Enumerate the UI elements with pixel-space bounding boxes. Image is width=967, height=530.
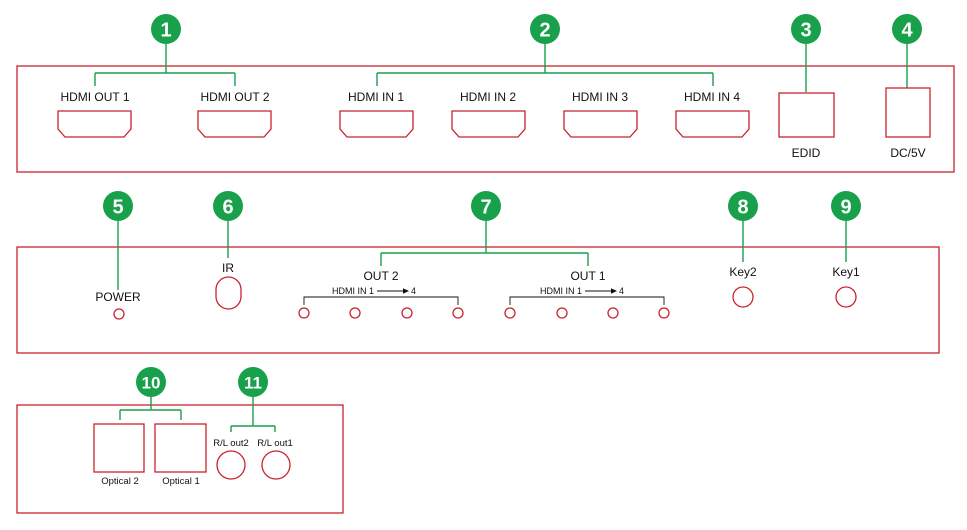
out1-led-3 [607, 307, 619, 319]
connector-hdmi-out [94, 44, 236, 86]
connector-hdmi-in [376, 44, 714, 86]
bottom-panel [16, 404, 344, 514]
key2-label: Key2 [729, 265, 757, 279]
key1-button [835, 286, 857, 308]
svg-text:10: 10 [142, 374, 161, 393]
badge-3: 3 [791, 14, 821, 44]
svg-text:2: 2 [539, 20, 550, 42]
audio-out2-jack [216, 450, 246, 480]
out1-title: OUT 1 [570, 269, 605, 283]
top-panel [16, 65, 955, 173]
out2-led-4 [452, 307, 464, 319]
hdmi-in-4-port [675, 110, 750, 138]
hdmi-in-3-label: HDMI IN 3 [572, 90, 628, 104]
badge-9: 9 [831, 191, 861, 221]
out1-led-4 [658, 307, 670, 319]
dc-port [885, 87, 931, 138]
out2-title: OUT 2 [363, 269, 398, 283]
connector-optical [119, 397, 182, 420]
ir-label: IR [222, 261, 234, 275]
svg-text:11: 11 [244, 374, 262, 393]
edid-switch [778, 92, 835, 138]
out1-led-1 [504, 307, 516, 319]
svg-text:6: 6 [222, 197, 233, 219]
hdmi-out-1-port [57, 110, 132, 138]
hdmi-in-1-port [339, 110, 414, 138]
edid-label: EDID [792, 146, 821, 160]
badge-10: 10 [136, 367, 166, 397]
ir-receiver [215, 276, 242, 310]
svg-text:4: 4 [901, 20, 913, 42]
badge-8: 8 [728, 191, 758, 221]
badge-2: 2 [530, 14, 560, 44]
svg-text:3: 3 [800, 20, 811, 42]
power-label: POWER [95, 290, 141, 304]
hdmi-out-2-label: HDMI OUT 2 [200, 90, 269, 104]
optical-1-port [154, 423, 207, 473]
out2-led-2 [349, 307, 361, 319]
badge-1: 1 [151, 14, 181, 44]
connector-audio [230, 397, 276, 432]
audio-out2-label: R/L out2 [213, 438, 249, 449]
hdmi-in-4-label: HDMI IN 4 [684, 90, 740, 104]
svg-text:7: 7 [480, 197, 491, 219]
connector-leds [380, 221, 589, 266]
svg-text:9: 9 [840, 197, 851, 219]
out1-bracket [509, 296, 665, 305]
hdmi-out-1-label: HDMI OUT 1 [60, 90, 129, 104]
hdmi-in-3-port [563, 110, 638, 138]
audio-out1-jack [261, 450, 291, 480]
hdmi-in-1-label: HDMI IN 1 [348, 90, 404, 104]
optical-1-label: Optical 1 [162, 476, 200, 487]
svg-text:8: 8 [737, 197, 748, 219]
badge-7: 7 [471, 191, 501, 221]
hdmi-in-2-port [451, 110, 526, 138]
out1-range-start: HDMI IN 1 [540, 286, 582, 296]
optical-2-port [93, 423, 145, 473]
key1-label: Key1 [832, 265, 860, 279]
out2-range-start: HDMI IN 1 [332, 286, 374, 296]
optical-2-label: Optical 2 [101, 476, 139, 487]
out2-range-end: 4 [411, 286, 416, 296]
out2-led-3 [401, 307, 413, 319]
svg-text:5: 5 [112, 197, 123, 219]
out2-arrow-head [403, 288, 409, 294]
badge-4: 4 [892, 14, 922, 44]
audio-out1-label: R/L out1 [257, 438, 293, 449]
dc-label: DC/5V [890, 146, 925, 160]
hdmi-out-2-port [197, 110, 272, 138]
out2-led-1 [298, 307, 310, 319]
out1-range-end: 4 [619, 286, 624, 296]
key2-button [732, 286, 754, 308]
power-led [113, 308, 125, 320]
out1-led-2 [556, 307, 568, 319]
out2-bracket [303, 296, 459, 305]
badge-5: 5 [103, 191, 133, 221]
badge-6: 6 [213, 191, 243, 221]
badge-11: 11 [238, 367, 268, 397]
out1-arrow-head [611, 288, 617, 294]
hdmi-in-2-label: HDMI IN 2 [460, 90, 516, 104]
svg-text:1: 1 [160, 20, 171, 42]
middle-panel [16, 246, 940, 354]
